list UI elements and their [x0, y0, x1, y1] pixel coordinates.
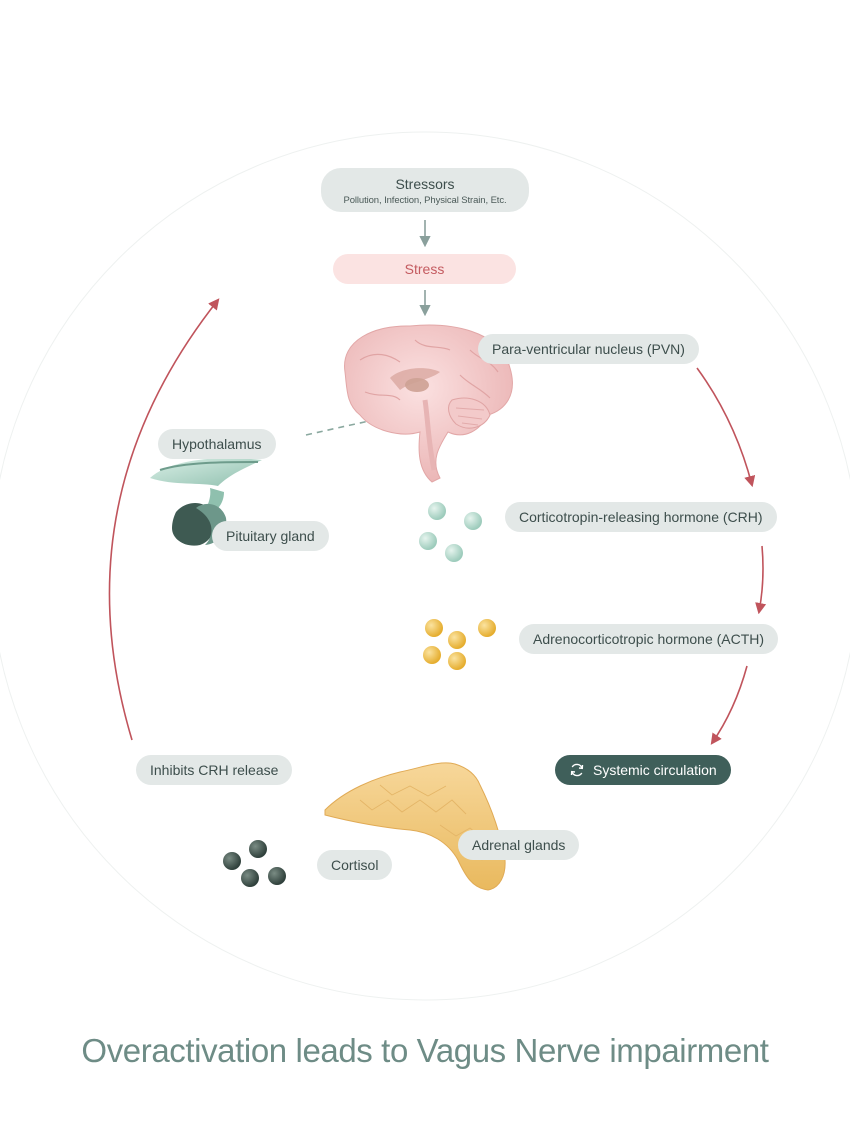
stress-label: Stress: [333, 254, 516, 284]
adrenal-label: Adrenal glands: [458, 830, 580, 860]
systemic-circulation-text: Systemic circulation: [593, 762, 717, 778]
arrow-feedback-inhibition: [108, 298, 220, 741]
page-title: Overactivation leads to Vagus Nerve impa…: [81, 1032, 769, 1069]
pvn-label: Para-ventricular nucleus (PVN): [478, 334, 699, 364]
cortisol-label: Cortisol: [317, 850, 393, 880]
pituitary-label: Pituitary gland: [212, 521, 329, 551]
systemic-circulation-label: Systemic circulation: [555, 755, 731, 785]
hypothalamus-pituitary-icon: [150, 458, 262, 546]
acth-label: Adrenocorticotropic hormone (ACTH): [519, 624, 779, 654]
stressors-examples: Pollution, Infection, Physical Strain, E…: [343, 195, 507, 206]
stressors-label: Stressors Pollution, Infection, Physical…: [321, 168, 529, 212]
arrow-pvn-to-crh: [696, 367, 756, 488]
arrow-acth-to-systemic: [710, 665, 748, 745]
acth-particles: [423, 619, 496, 670]
inhibits-label: Inhibits CRH release: [136, 755, 293, 785]
crh-label: Corticotropin-releasing hormone (CRH): [505, 502, 777, 532]
stressors-title: Stressors: [395, 176, 455, 192]
cortisol-particles: [223, 840, 286, 887]
crh-particles: [419, 502, 482, 562]
adrenal-gland-icon: [324, 762, 506, 891]
cycle-icon: [570, 763, 584, 777]
hypothalamus-label: Hypothalamus: [158, 429, 276, 459]
arrow-crh-to-acth: [755, 545, 767, 615]
cycle-circle: [0, 131, 850, 1001]
